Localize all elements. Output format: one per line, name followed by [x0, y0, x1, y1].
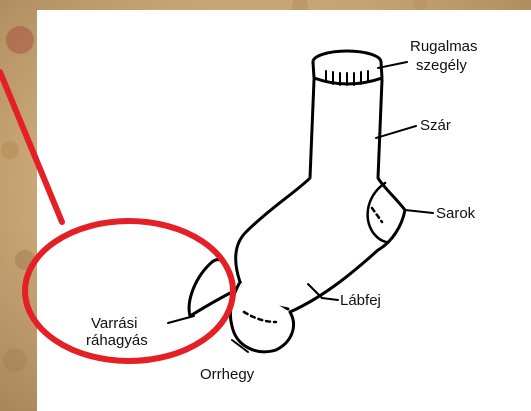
label-labfej: Lábfej: [340, 292, 381, 309]
label-orrhegy: Orrhegy: [200, 366, 254, 383]
label-varrasi-line1: Varrási: [91, 315, 137, 332]
label-rugalmas-line2: szegély: [416, 57, 467, 74]
label-szar: Szár: [420, 117, 451, 134]
label-sarok: Sarok: [436, 205, 475, 222]
label-rugalmas-line1: Rugalmas: [410, 38, 478, 55]
label-varrasi-line2: ráhagyás: [86, 332, 148, 349]
